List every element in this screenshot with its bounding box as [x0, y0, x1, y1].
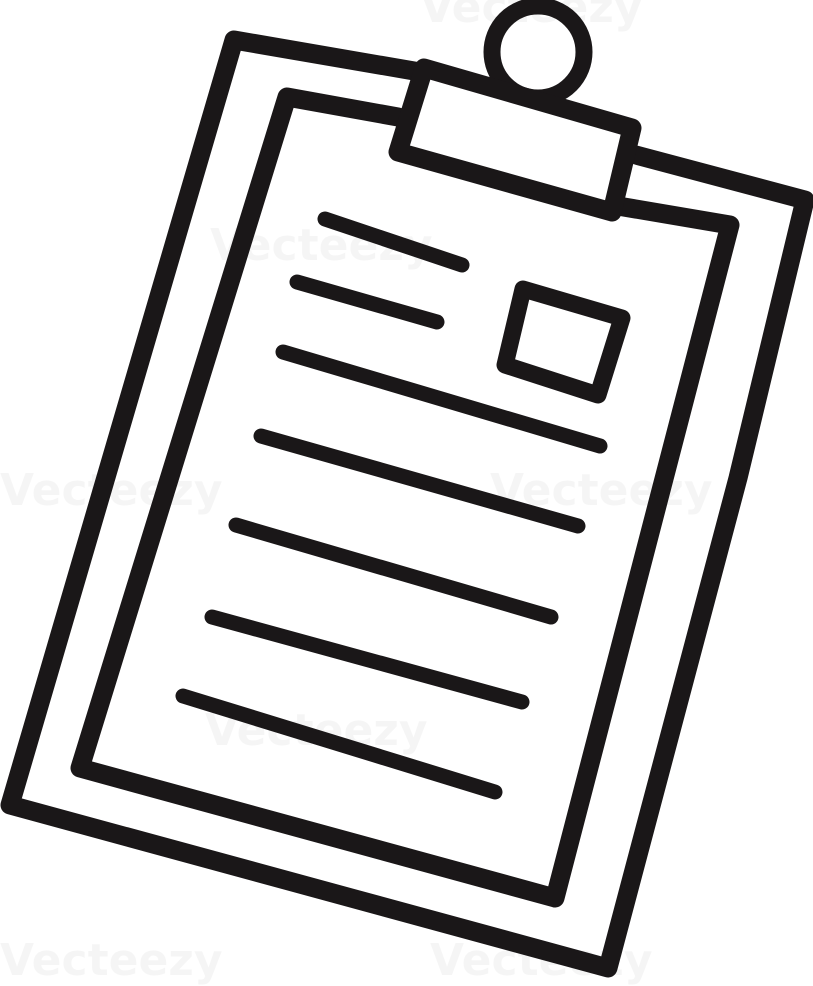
- text-line: [317, 211, 470, 273]
- clip-body: [388, 58, 642, 222]
- text-line: [275, 344, 608, 454]
- text-line: [175, 688, 503, 800]
- photo-box: [496, 280, 631, 404]
- text-line: [228, 517, 559, 625]
- text-line: [204, 609, 530, 710]
- clipboard-board: [0, 30, 813, 978]
- clipboard-paper: [70, 87, 740, 908]
- text-line: [289, 274, 445, 330]
- text-line: [253, 428, 586, 534]
